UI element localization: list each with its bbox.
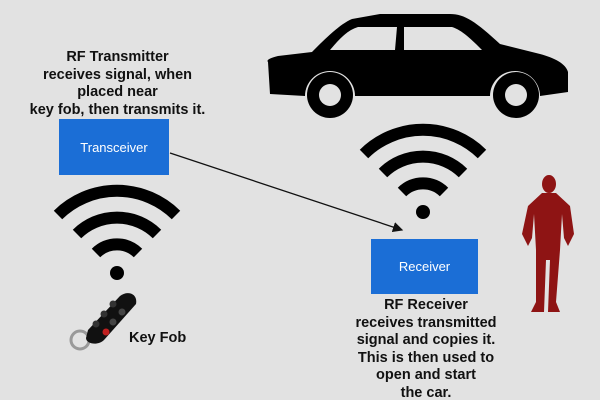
person-icon <box>0 0 600 400</box>
diagram-canvas: RF Transmitter receives signal, when pla… <box>0 0 600 400</box>
